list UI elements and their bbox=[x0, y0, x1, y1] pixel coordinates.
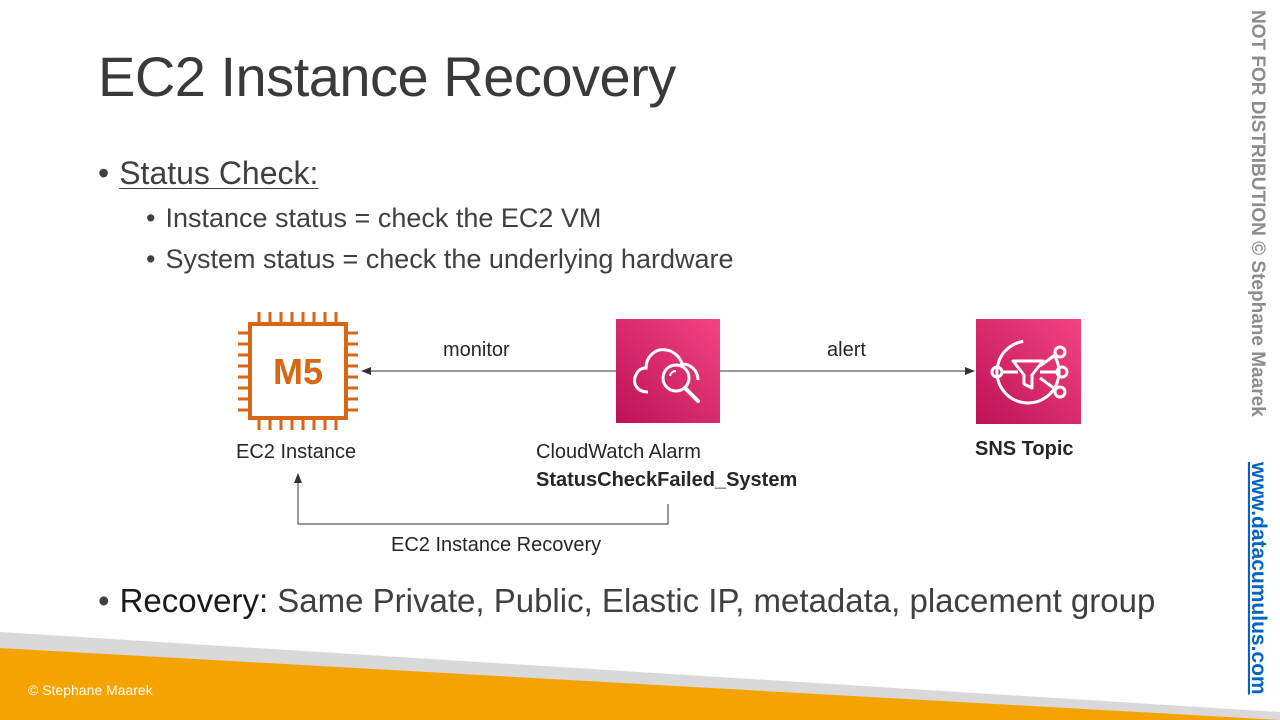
cloudwatch-alarm-label: CloudWatch Alarm bbox=[536, 441, 701, 463]
cloudwatch-alarm-icon bbox=[616, 319, 720, 423]
recovery-label: Recovery: bbox=[119, 582, 269, 619]
ec2-m5-instance-icon bbox=[238, 312, 358, 430]
status-check-item: •Instance status = check the EC2 VM bbox=[146, 203, 602, 233]
ec2-chip-text: M5 bbox=[273, 351, 323, 392]
ec2-instance-label: EC2 Instance bbox=[236, 441, 357, 463]
footer-orange-band bbox=[0, 648, 1280, 720]
recovery-arrow bbox=[294, 473, 669, 525]
watermark: NOT FOR DISTRIBUTION © Stephane Maarek w… bbox=[1247, 10, 1270, 695]
watermark-text: NOT FOR DISTRIBUTION © Stephane Maarek bbox=[1247, 10, 1268, 417]
alert-label: alert bbox=[827, 339, 866, 361]
recovery-arrow-label: EC2 Instance Recovery bbox=[391, 534, 602, 556]
status-check-item: •System status = check the underlying ha… bbox=[146, 244, 734, 274]
recovery-text: Same Private, Public, Elastic IP, metada… bbox=[277, 582, 1156, 619]
copyright: © Stephane Maarek bbox=[28, 682, 153, 698]
watermark-link[interactable]: www.datacumulus.com bbox=[1247, 461, 1270, 695]
monitor-label: monitor bbox=[443, 339, 510, 361]
sns-topic-label: SNS Topic bbox=[975, 438, 1074, 460]
slide-title: EC2 Instance Recovery bbox=[98, 45, 676, 108]
recovery-bullet: •Recovery: Same Private, Public, Elastic… bbox=[98, 582, 1156, 619]
cloudwatch-metric-label: StatusCheckFailed_System bbox=[536, 469, 798, 491]
status-check-bullet: •Status Check: bbox=[98, 155, 319, 191]
sns-topic-icon bbox=[976, 319, 1081, 424]
status-check-heading: Status Check: bbox=[119, 155, 319, 191]
